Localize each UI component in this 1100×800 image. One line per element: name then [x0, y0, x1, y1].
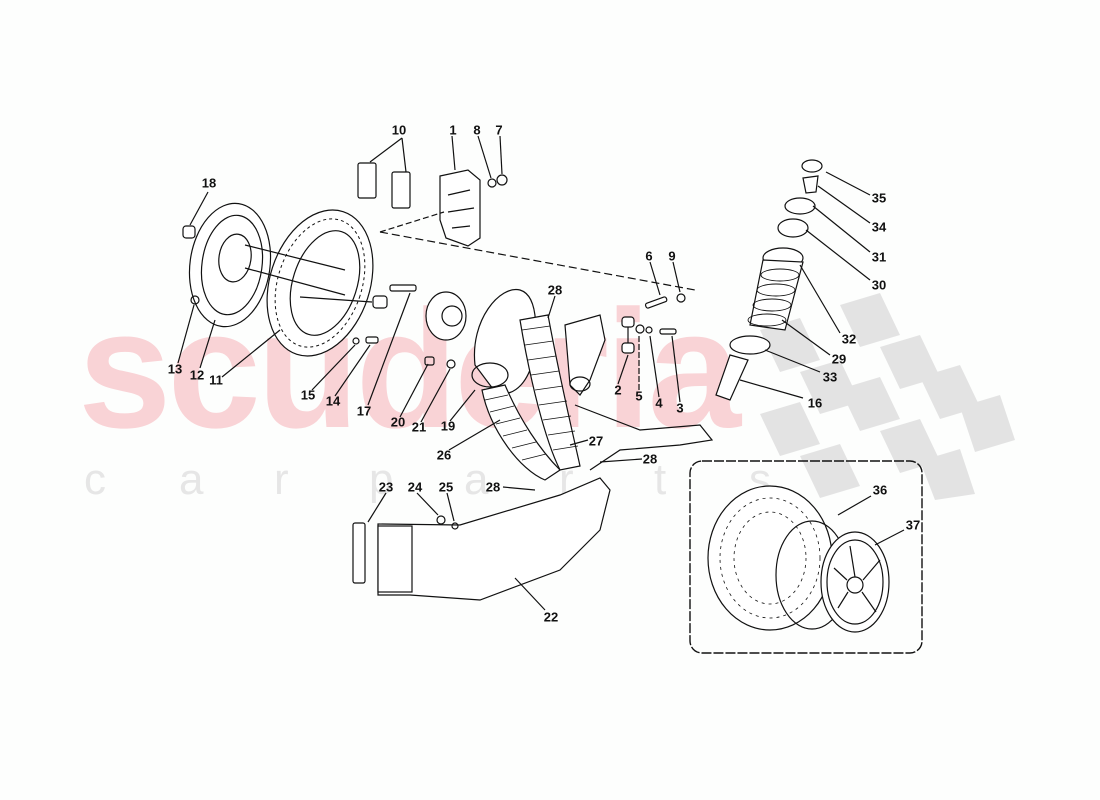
callout-12[interactable]: 12 [189, 367, 205, 383]
callout-2[interactable]: 2 [614, 382, 622, 398]
watermark-letter: c [84, 455, 106, 504]
callout-18[interactable]: 18 [201, 175, 217, 191]
callout-9[interactable]: 9 [668, 248, 676, 264]
callout-28-top[interactable]: 28 [547, 282, 563, 298]
callout-33[interactable]: 33 [822, 369, 838, 385]
watermark-letter: t [654, 455, 667, 504]
callout-26[interactable]: 26 [436, 447, 452, 463]
callout-8[interactable]: 8 [473, 122, 481, 138]
watermark-letter: p [369, 455, 394, 504]
callout-28-right[interactable]: 28 [642, 451, 658, 467]
callout-1[interactable]: 1 [449, 122, 457, 138]
callout-32[interactable]: 32 [841, 331, 857, 347]
callout-30[interactable]: 30 [871, 277, 887, 293]
watermark-letter: r [274, 455, 289, 504]
upright-knuckle [564, 261, 714, 471]
callout-31[interactable]: 31 [871, 249, 887, 265]
callout-19[interactable]: 19 [440, 418, 456, 434]
callout-10[interactable]: 10 [391, 122, 407, 138]
callout-22[interactable]: 22 [543, 609, 559, 625]
callout-29[interactable]: 29 [831, 351, 847, 367]
callout-11[interactable]: 11 [209, 372, 223, 388]
callout-15[interactable]: 15 [300, 387, 316, 403]
callout-36[interactable]: 36 [872, 482, 888, 498]
watermark-letter: a [179, 455, 204, 504]
callout-4[interactable]: 4 [655, 395, 663, 411]
callout-25[interactable]: 25 [438, 479, 454, 495]
callout-27[interactable]: 27 [588, 433, 604, 449]
wheel-inset [689, 460, 923, 654]
brake-pads [357, 137, 411, 209]
hub-assembly [299, 284, 467, 406]
watermark-letter: a [464, 455, 489, 504]
callout-14[interactable]: 14 [325, 393, 341, 409]
callout-23[interactable]: 23 [378, 479, 394, 495]
callout-35[interactable]: 35 [871, 190, 887, 206]
callout-21[interactable]: 21 [411, 419, 427, 435]
callout-20[interactable]: 20 [390, 414, 406, 430]
callout-6[interactable]: 6 [645, 248, 653, 264]
cooling-hoses [448, 295, 643, 491]
callout-17[interactable]: 17 [356, 403, 372, 419]
dust-shield-plate [177, 191, 272, 369]
callout-13[interactable]: 13 [167, 361, 183, 377]
brake-disc [221, 209, 374, 378]
callout-34[interactable]: 34 [871, 219, 887, 235]
callout-37[interactable]: 37 [905, 517, 921, 533]
air-duct [352, 477, 611, 611]
watermark-brand: scuderia [78, 275, 741, 463]
shock-absorber [715, 159, 871, 401]
callout-24[interactable]: 24 [407, 479, 423, 495]
callout-5[interactable]: 5 [635, 388, 643, 404]
callout-16[interactable]: 16 [807, 395, 823, 411]
callout-3[interactable]: 3 [676, 400, 684, 416]
callout-7[interactable]: 7 [495, 122, 503, 138]
brake-caliper [379, 135, 696, 291]
callout-28-bottom[interactable]: 28 [485, 479, 501, 495]
